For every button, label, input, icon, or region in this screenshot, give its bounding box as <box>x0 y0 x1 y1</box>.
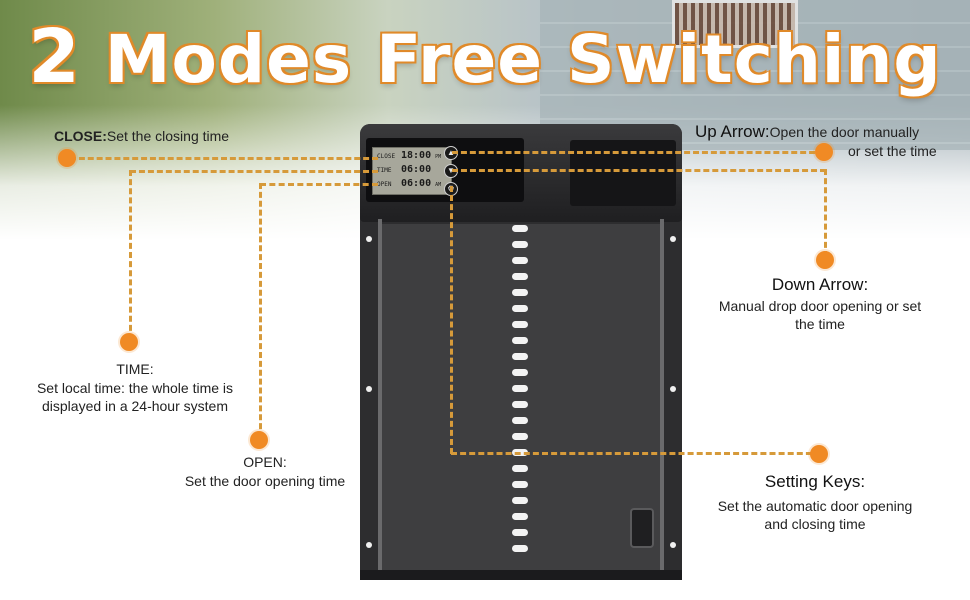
time-callout-dot <box>120 333 138 351</box>
close-callout-title: CLOSE: <box>54 128 107 144</box>
time-callout-desc1: Set local time: the whole time is <box>36 380 234 396</box>
lcd-time-label: TIME <box>377 167 392 174</box>
headline: 2 Modes Free Switching <box>0 14 970 100</box>
door-vent-strip <box>510 219 530 565</box>
up-arrow-callout-desc1: Open the door manually <box>769 124 920 140</box>
open-callout-dot <box>250 431 268 449</box>
vent-slot <box>512 385 528 392</box>
up-arrow-callout-dot <box>815 143 833 161</box>
open-callout-line-vertical <box>259 183 262 438</box>
screw <box>670 236 676 242</box>
vent-slot <box>512 321 528 328</box>
down-arrow-callout-line <box>452 169 826 172</box>
lcd-open-suffix: AM <box>435 182 442 188</box>
setting-callout-line <box>451 452 821 455</box>
vent-slot <box>512 241 528 248</box>
vent-slot <box>512 481 528 488</box>
up-arrow-callout-line <box>452 151 824 154</box>
vent-slot <box>512 545 528 552</box>
setting-keys-callout: Setting Keys: Set the automatic door ope… <box>700 472 930 532</box>
lcd-close-label: CLOSE <box>377 153 396 160</box>
up-arrow-callout-title: Up Arrow: <box>695 122 770 141</box>
setting-callout-dot <box>810 445 828 463</box>
screw <box>366 236 372 242</box>
vent-slot <box>512 273 528 280</box>
screw <box>366 542 372 548</box>
vent-slot <box>512 369 528 376</box>
device-base <box>360 570 682 580</box>
open-callout: OPEN: Set the door opening time <box>160 454 370 489</box>
down-arrow-callout-desc2: the time <box>795 316 845 332</box>
time-callout-title: TIME: <box>116 361 154 377</box>
vent-slot <box>512 305 528 312</box>
lcd-display: CLOSE 18:00 PM TIME 06:00 OPEN 06:00 AM <box>372 147 452 195</box>
vent-slot <box>512 433 528 440</box>
close-callout-dot <box>58 149 76 167</box>
vent-slot <box>512 289 528 296</box>
screw <box>670 386 676 392</box>
up-arrow-callout: Up Arrow:Open the door manually <box>695 122 919 142</box>
down-arrow-callout-desc1: Manual drop door opening or set <box>718 298 922 314</box>
vent-slot <box>512 257 528 264</box>
lcd-open-label: OPEN <box>377 181 392 188</box>
vent-slot <box>512 225 528 232</box>
coop-window <box>672 0 798 48</box>
down-arrow-callout-line-vertical <box>824 169 827 257</box>
vent-slot <box>512 353 528 360</box>
screw <box>366 386 372 392</box>
headline-text: Modes Free Switching <box>80 21 942 98</box>
vent-slot <box>512 401 528 408</box>
vent-slot <box>512 465 528 472</box>
open-callout-line <box>260 183 378 186</box>
up-arrow-callout-desc2: or set the time <box>848 143 937 159</box>
setting-keys-callout-desc2: and closing time <box>764 516 866 532</box>
lcd-time-value: 06:00 <box>401 164 432 175</box>
down-arrow-callout-title: Down Arrow: <box>771 275 869 294</box>
setting-keys-callout-title: Setting Keys: <box>764 472 866 491</box>
time-callout-line-vertical <box>129 170 132 340</box>
time-callout: TIME: Set local time: the whole time is … <box>10 361 260 414</box>
lcd-row-open: OPEN 06:00 AM <box>377 178 441 192</box>
vent-slot <box>512 337 528 344</box>
close-callout-line <box>70 157 378 160</box>
lcd-close-value: 18:00 <box>401 150 432 161</box>
open-callout-title: OPEN: <box>243 454 287 470</box>
down-arrow-callout: Down Arrow: Manual drop door opening or … <box>700 275 940 332</box>
sliding-door <box>382 224 660 570</box>
close-callout: CLOSE:Set the closing time <box>54 128 229 144</box>
open-callout-desc1: Set the door opening time <box>184 473 346 489</box>
lcd-close-suffix: PM <box>435 154 442 160</box>
chicken-coop-door-device: CLOSE 18:00 PM TIME 06:00 OPEN 06:00 AM … <box>360 124 682 580</box>
lcd-row-close: CLOSE 18:00 PM <box>377 150 441 164</box>
close-callout-desc: Set the closing time <box>106 128 230 144</box>
right-rail <box>660 219 664 571</box>
vent-slot <box>512 529 528 536</box>
setting-callout-line-vertical <box>450 186 453 454</box>
lcd-open-value: 06:00 <box>401 178 432 189</box>
headline-number: 2 <box>28 14 81 100</box>
vent-slot <box>512 417 528 424</box>
lcd-row-time: TIME 06:00 <box>377 164 435 178</box>
vent-slot <box>512 497 528 504</box>
time-callout-line <box>130 170 378 173</box>
down-arrow-callout-dot <box>816 251 834 269</box>
left-rail <box>378 219 382 571</box>
door-handle <box>630 508 654 548</box>
setting-keys-callout-desc1: Set the automatic door opening <box>717 498 913 514</box>
vent-slot <box>512 513 528 520</box>
battery-compartment <box>570 140 676 206</box>
time-callout-desc2: displayed in a 24-hour system <box>42 398 228 414</box>
screw <box>670 542 676 548</box>
